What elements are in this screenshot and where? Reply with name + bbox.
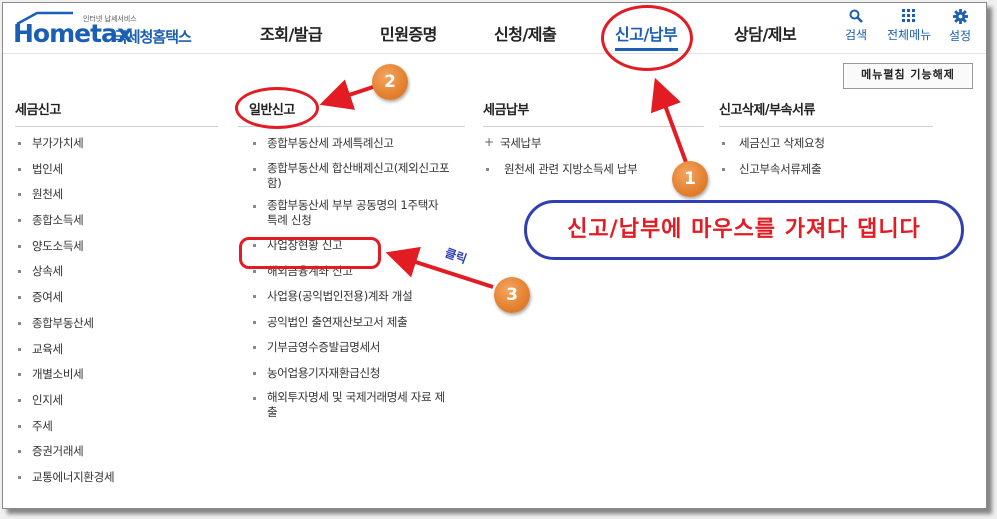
gear-icon (952, 9, 968, 24)
list-item[interactable]: 종합부동산세 부부 공동명의 1주택자 특례 신청 (250, 198, 465, 237)
tax-payment-list: 국세납부 원천세 관련 지방소득세 납부 (483, 135, 704, 186)
highlight-ring-general-report (235, 87, 319, 129)
list-item[interactable]: 사업용(공익법인전용)계좌 개설 (250, 288, 465, 314)
search-icon (849, 9, 863, 23)
settings-label: 설정 (949, 29, 972, 43)
nav-inquiry-issue[interactable]: 조회/발급 (260, 25, 323, 44)
list-item[interactable]: 해외투자명세 및 국제거래명세 자료 제출 (250, 390, 465, 427)
list-item[interactable]: 증여세 (15, 289, 218, 315)
column-report-delete: 신고삭제/부속서류 세금신고 삭제요청 신고부속서류제출 (719, 99, 933, 186)
list-item-business-status-report[interactable]: 사업장현황 신고 (250, 237, 465, 263)
column-tax-report: 세금신고 부가가치세 법인세 원천세 종합소득세 양도소득세 상속세 증여세 종… (15, 99, 218, 495)
all-menu-button[interactable]: 전체메뉴 (887, 9, 931, 43)
column-heading-tax-payment[interactable]: 세금납부 (483, 99, 704, 127)
list-item[interactable]: 원천세 (15, 186, 218, 212)
tax-report-list: 부가가치세 법인세 원천세 종합소득세 양도소득세 상속세 증여세 종합부동산세… (15, 135, 218, 495)
list-item[interactable]: 종합부동산세 (15, 315, 218, 341)
list-item[interactable]: 교통에너지환경세 (15, 469, 218, 495)
column-heading-tax-report[interactable]: 세금신고 (15, 99, 218, 127)
highlight-box-business-status (239, 237, 381, 269)
menu-expand-toggle-button[interactable]: 메뉴펼침 기능해제 (843, 63, 973, 89)
search-button[interactable]: 검색 (845, 9, 867, 43)
nav-civil-certificate[interactable]: 민원증명 (380, 25, 437, 44)
list-item[interactable]: 교육세 (15, 341, 218, 367)
nav-consult-report[interactable]: 상담/제보 (734, 25, 797, 44)
arrow-step3 (385, 246, 494, 289)
column-heading-report-delete[interactable]: 신고삭제/부속서류 (719, 99, 933, 127)
list-item[interactable]: 법인세 (15, 161, 218, 187)
house-roof-icon (16, 11, 73, 25)
list-item[interactable]: 국세납부 (483, 135, 704, 161)
all-menu-label: 전체메뉴 (887, 28, 932, 42)
search-label: 검색 (845, 28, 868, 42)
highlight-ring-report-pay (601, 5, 693, 71)
column-tax-payment: 세금납부 국세납부 원천세 관련 지방소득세 납부 (483, 99, 704, 186)
settings-button[interactable]: 설정 (949, 9, 971, 44)
list-item[interactable]: 양도소득세 (15, 238, 218, 264)
general-report-list: 종합부동산세 과세특례신고 종합부동산세 합산배제신고(제외신고포함) 종합부동… (238, 135, 465, 427)
logo-wordmark: Hometax (13, 19, 133, 48)
list-item[interactable]: 부가가치세 (15, 135, 218, 161)
logo-tagline: 인터넷 납세서비스 (83, 15, 137, 23)
list-item[interactable]: 종합소득세 (15, 212, 218, 238)
list-item[interactable]: 주세 (15, 418, 218, 444)
list-item[interactable]: 원천세 관련 지방소득세 납부 (483, 161, 704, 187)
arrow-step1 (650, 77, 689, 166)
report-delete-list: 세금신고 삭제요청 신고부속서류제출 (719, 135, 933, 186)
list-item[interactable]: 신고부속서류제출 (719, 161, 933, 187)
list-item[interactable]: 농어업용기자재환급신청 (250, 365, 465, 391)
hometax-logo[interactable]: 인터넷 납세서비스 Hometax 국세청홈택스 (13, 9, 203, 49)
hometax-window: 인터넷 납세서비스 Hometax 국세청홈택스 조회/발급 민원증명 신청/제… (2, 2, 987, 509)
list-item[interactable]: 기부금영수증발급명세서 (250, 339, 465, 365)
list-item[interactable]: 상속세 (15, 263, 218, 289)
list-item[interactable]: 인지세 (15, 392, 218, 418)
instruction-callout: 신고/납부에 마우스를 가져다 댑니다 (524, 200, 964, 260)
list-item[interactable]: 증권거래세 (15, 443, 218, 469)
grid-menu-icon (902, 9, 916, 22)
step-badge-2: 2 (372, 64, 408, 100)
arrow-step2 (319, 79, 374, 110)
step-badge-1: 1 (672, 161, 708, 197)
list-item[interactable]: 개별소비세 (15, 366, 218, 392)
list-item[interactable]: 세금신고 삭제요청 (719, 135, 933, 161)
list-item[interactable]: 종합부동산세 합산배제신고(제외신고포함) (250, 161, 465, 198)
annotation-arrows (319, 77, 689, 289)
list-item[interactable]: 공익법인 출연재산보고서 제출 (250, 314, 465, 340)
nav-apply-submit[interactable]: 신청/제출 (494, 25, 557, 44)
list-item[interactable]: 종합부동산세 과세특례신고 (250, 135, 465, 161)
logo-korean-name: 국세청홈택스 (114, 28, 192, 46)
step-badge-3: 3 (494, 277, 530, 313)
